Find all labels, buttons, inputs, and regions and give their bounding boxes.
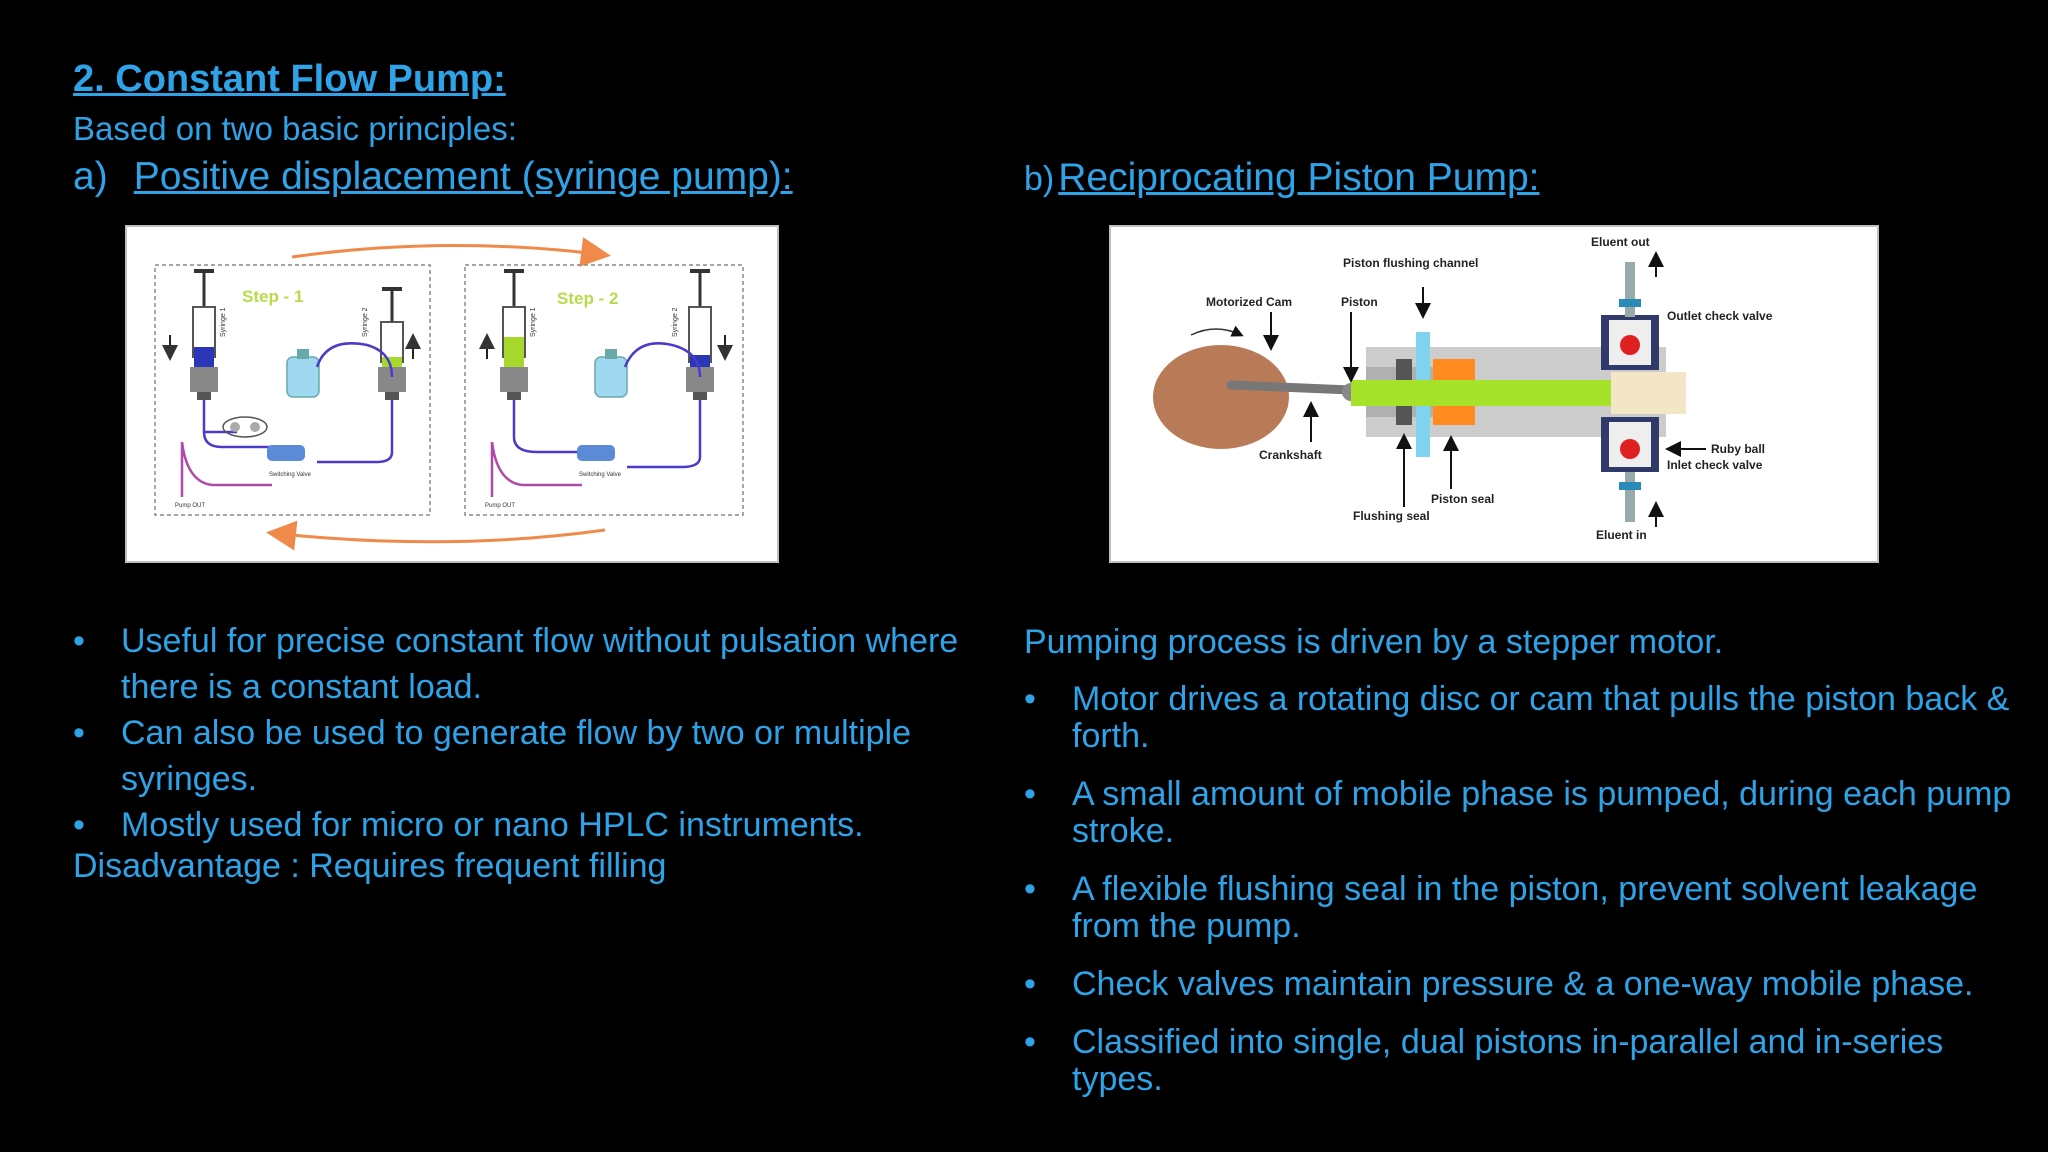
piston-pump-bullets: Motor drives a rotating disc or cam that… <box>1024 681 2024 1119</box>
list-item: A flexible flushing seal in the piston, … <box>1024 871 2024 945</box>
eluent-out-label: Eluent out <box>1591 235 1650 249</box>
section-b-title: Reciprocating Piston Pump: <box>1058 156 1540 199</box>
list-item: A small amount of mobile phase is pumped… <box>1024 776 2024 850</box>
piston-rod <box>1351 380 1611 406</box>
page-subtitle: Based on two basic principles: <box>73 110 517 147</box>
list-item: Check valves maintain pressure & a one-w… <box>1024 966 2024 1004</box>
cycle-arrow-top <box>291 237 611 267</box>
step-1-panel: Step - 1 Syringe 1 Syringe 2 <box>154 264 431 516</box>
list-item: Useful for precise constant flow without… <box>73 618 973 710</box>
list-item: Mostly used for micro or nano HPLC instr… <box>73 802 973 848</box>
piston-label: Piston <box>1341 295 1378 309</box>
disadvantage-note: Disadvantage : Requires frequent filling <box>73 847 667 885</box>
valve-label-2: Switching Valve <box>579 472 622 478</box>
outlet-check-valve-label: Outlet check valve <box>1667 309 1773 323</box>
flushing-seal-label: Flushing seal <box>1353 509 1430 523</box>
syringe-2-label: Syringe 2 <box>362 307 369 337</box>
valve-label-1: Switching Valve <box>269 472 312 478</box>
step-2-panel: Step - 2 Syringe 1 Syringe 2 <box>464 264 744 516</box>
list-item: Motor drives a rotating disc or cam that… <box>1024 681 2024 755</box>
cycle-arrow-bottom <box>266 520 606 551</box>
list-item: Classified into single, dual pistons in-… <box>1024 1024 2024 1098</box>
inlet-check-valve <box>1601 417 1659 522</box>
syringe-pump-bullets: Useful for precise constant flow without… <box>73 618 973 848</box>
section-a-title: Positive displacement (syringe pump): <box>133 155 793 198</box>
crankshaft-rod <box>1226 380 1356 395</box>
list-item: Can also be used to generate flow by two… <box>73 710 973 802</box>
syringe-1-label-b: Syringe 1 <box>530 307 537 337</box>
eluent-in-label: Eluent in <box>1596 528 1647 542</box>
page-title: 2. Constant Flow Pump: <box>73 58 506 100</box>
piston-flushing-channel-label: Piston flushing channel <box>1343 256 1478 270</box>
syringe-1-label: Syringe 1 <box>220 307 227 337</box>
step-1-label: Step - 1 <box>242 287 303 306</box>
inlet-check-valve-label: Inlet check valve <box>1667 458 1763 472</box>
section-a-letter: a) <box>73 155 108 198</box>
section-a-heading: a) Positive displacement (syringe pump): <box>73 155 793 199</box>
syringe-pump-diagram: Step - 1 Syringe 1 Syringe 2 <box>154 237 744 551</box>
pump-out-label-2: Pump OUT <box>485 503 515 509</box>
piston-pump-figure: Eluent out Piston flushing channel Motor… <box>1109 225 1879 563</box>
outlet-check-valve <box>1601 262 1659 370</box>
syringe-pump-figure: Step - 1 Syringe 1 Syringe 2 <box>125 225 779 563</box>
piston-seal-label: Piston seal <box>1431 492 1494 506</box>
pump-out-label-1: Pump OUT <box>175 503 205 509</box>
step-2-label: Step - 2 <box>557 289 618 308</box>
motorized-cam <box>1153 345 1289 449</box>
piston-pump-diagram: Eluent out Piston flushing channel Motor… <box>1153 235 1773 542</box>
piston-pump-intro: Pumping process is driven by a stepper m… <box>1024 623 1724 661</box>
motorized-cam-label: Motorized Cam <box>1206 295 1292 309</box>
syringe-2-label-b: Syringe 2 <box>672 307 679 337</box>
crankshaft-label: Crankshaft <box>1259 448 1322 462</box>
section-b-heading: b)Reciprocating Piston Pump: <box>1024 156 1539 200</box>
ruby-ball-label: Ruby ball <box>1711 442 1765 456</box>
section-b-letter: b) <box>1024 160 1055 198</box>
